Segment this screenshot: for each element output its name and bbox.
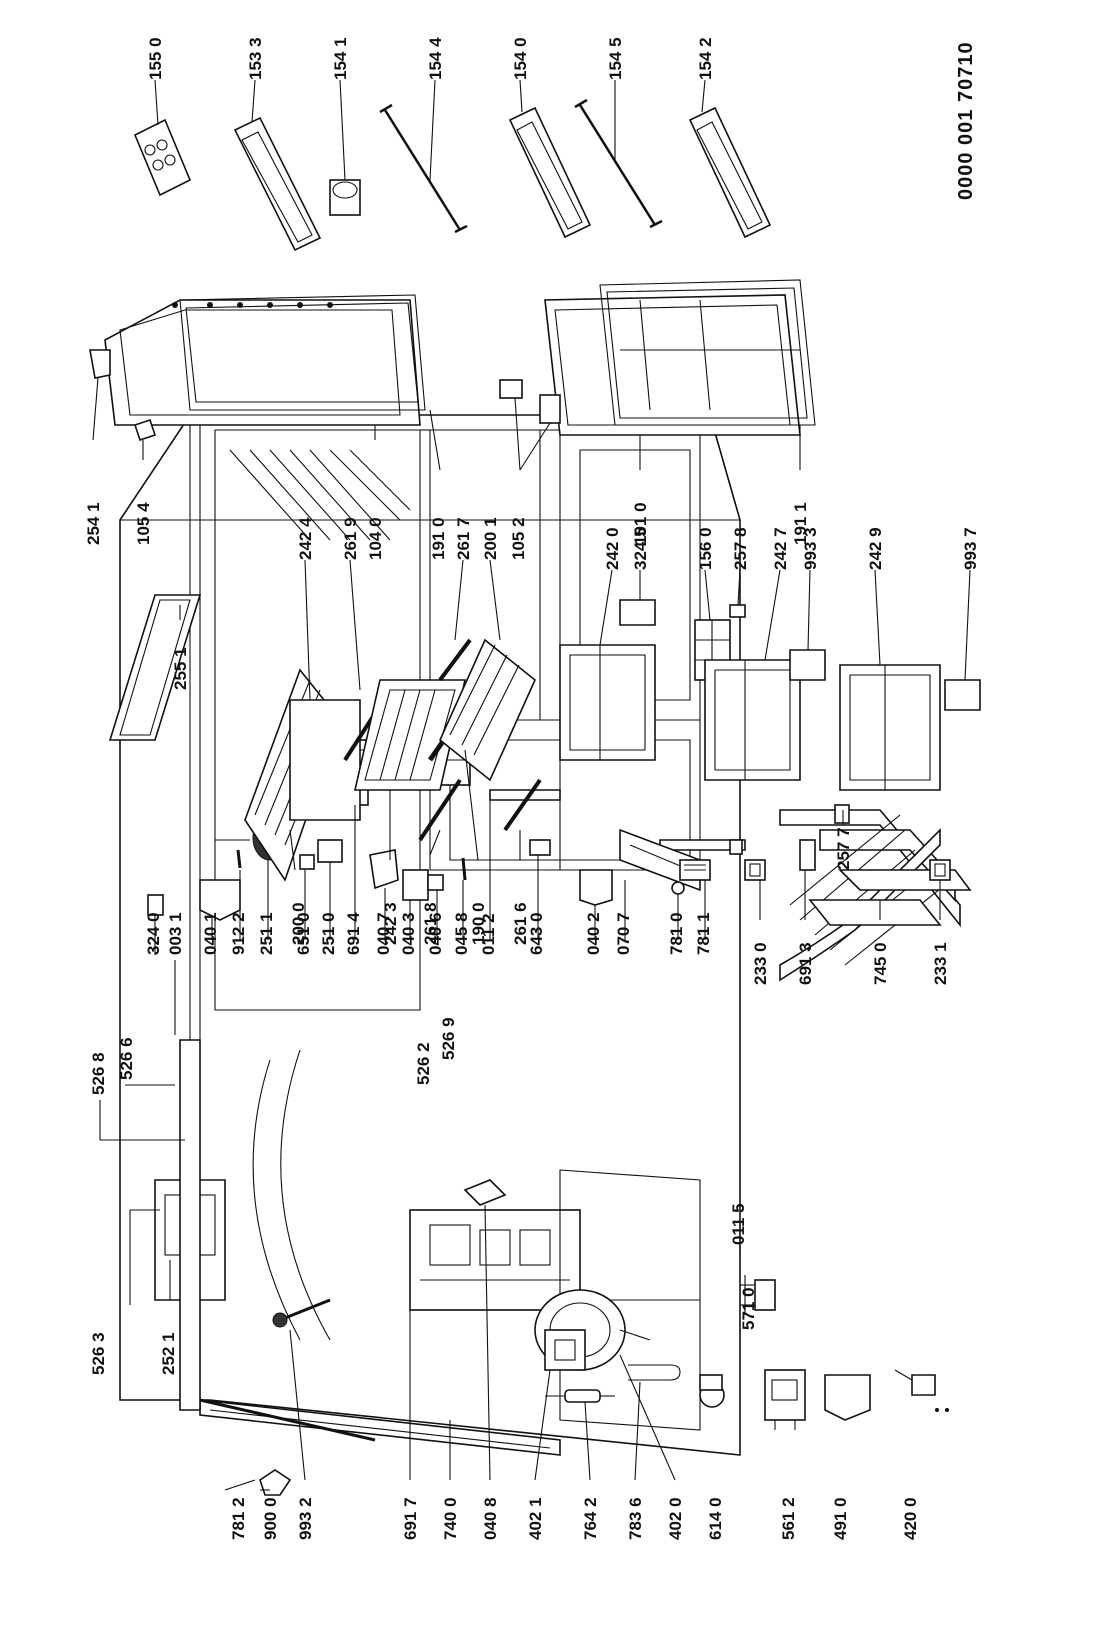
part-label: 154 0: [511, 37, 530, 80]
part-label: 011 5: [729, 1203, 748, 1245]
part-label: 691 4: [344, 912, 363, 955]
wire-shelves: [744, 809, 972, 982]
shelves-drawers: [108, 594, 981, 882]
part-label: 420 0: [901, 1497, 920, 1540]
part-label: 242 0: [603, 527, 622, 570]
part-label: 070 7: [614, 912, 633, 955]
part-label: 614 0: [706, 1497, 725, 1540]
part-label: 764 2: [581, 1497, 600, 1540]
part-label: 003 1: [166, 912, 185, 955]
part-label: 040 1: [201, 912, 220, 955]
part-label: 491 0: [831, 1497, 850, 1540]
part-label: 105 2: [509, 517, 528, 560]
part-label: 993 7: [961, 527, 980, 570]
part-label: 900 0: [261, 1497, 280, 1540]
part-label: 691 7: [401, 1497, 420, 1540]
part-label: 251 0: [319, 912, 338, 955]
doors: [89, 279, 816, 442]
part-label: 045 8: [452, 912, 471, 955]
part-label: 155 0: [146, 37, 165, 80]
part-label: 254 1: [84, 502, 103, 545]
part-label: 740 0: [441, 1497, 460, 1540]
part-label: 402 1: [526, 1497, 545, 1540]
part-label: 190 0: [469, 902, 488, 945]
part-label: 781 0: [667, 912, 686, 955]
part-label: 993 2: [296, 1497, 315, 1540]
part-label: 781 1: [694, 912, 713, 955]
part-label: 781 2: [229, 1497, 248, 1540]
part-label: 261 7: [454, 517, 473, 560]
part-label: 104 0: [366, 517, 385, 560]
document-id: 0000 001 70710: [955, 41, 977, 200]
part-label: 154 1: [331, 37, 350, 80]
part-label: 233 1: [931, 942, 950, 985]
part-label: 242 9: [866, 527, 885, 570]
part-label: 251 1: [257, 912, 276, 955]
part-label: 561 2: [779, 1497, 798, 1540]
part-label: 912 2: [229, 912, 248, 955]
part-label: 105 4: [134, 502, 153, 545]
part-label: 261 9: [341, 517, 360, 560]
part-label: 156 0: [696, 527, 715, 570]
part-label: 200 1: [481, 517, 500, 560]
part-label: 526 9: [439, 1017, 458, 1060]
part-label: 153 3: [246, 37, 265, 80]
part-label: 402 0: [666, 1497, 685, 1540]
part-label: 242 4: [296, 517, 315, 560]
part-label: 154 4: [426, 37, 445, 80]
small-parts-top: [147, 815, 711, 921]
part-label: 257 7: [834, 827, 853, 870]
part-label: 154 5: [606, 37, 625, 80]
part-label: 526 3: [89, 1332, 108, 1375]
small-parts-left: [199, 1179, 949, 1496]
part-label: 526 8: [89, 1052, 108, 1095]
part-label: 261 6: [511, 902, 530, 945]
part-label: 745 0: [871, 942, 890, 985]
part-label: 242 7: [771, 527, 790, 570]
part-label: 571 0: [739, 1287, 758, 1330]
part-label: 242 3: [381, 902, 400, 945]
part-label: 233 0: [751, 942, 770, 985]
part-label: 154 2: [696, 37, 715, 80]
part-label: 257 8: [731, 527, 750, 570]
part-label: 191 0: [429, 517, 448, 560]
part-label: 261 8: [421, 902, 440, 945]
door-bins: [133, 98, 772, 252]
leader-lines: [92, 79, 971, 1491]
part-label: 252 1: [159, 1332, 178, 1375]
part-label: 200 0: [289, 902, 308, 945]
part-label: 526 6: [117, 1037, 136, 1080]
compressor: [534, 1289, 651, 1371]
part-label: 040 2: [584, 912, 603, 955]
part-label: 255 1: [171, 647, 190, 690]
part-label: 783 6: [626, 1497, 645, 1540]
part-label: 040 3: [399, 912, 418, 955]
part-label: 191 1: [791, 502, 810, 545]
part-label: 643 0: [527, 912, 546, 955]
part-label: 040 8: [481, 1497, 500, 1540]
part-label: 101 0: [631, 502, 650, 545]
part-label: 526 2: [414, 1042, 433, 1085]
part-label: 324 0: [144, 912, 163, 955]
part-label: 691 3: [796, 942, 815, 985]
